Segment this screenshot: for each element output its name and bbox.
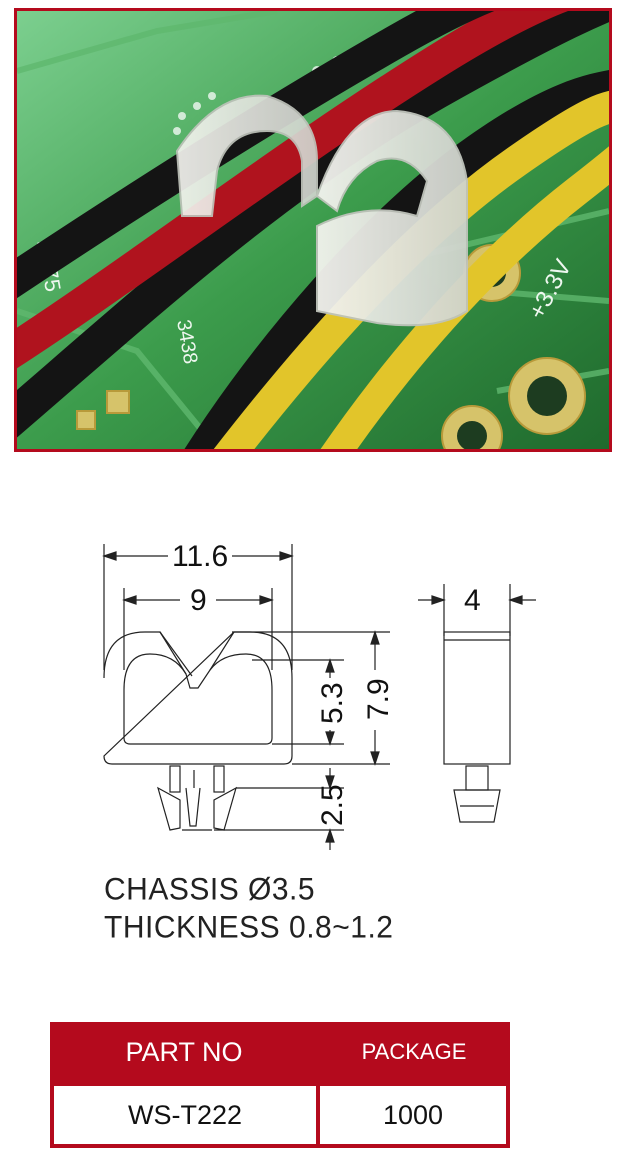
header-part-no: PART NO <box>125 1036 243 1067</box>
part-table: PART NO PACKAGE WS-T222 1000 <box>50 1022 510 1148</box>
cell-part-no: WS-T222 <box>54 1086 316 1144</box>
technical-drawing: 11.6 9 4 5.3 7.9 2.5 <box>102 540 536 850</box>
dim-height-inner: 5.3 <box>316 682 349 724</box>
spec-chassis: CHASSIS Ø3.5 <box>104 872 316 907</box>
cell-package: 1000 <box>320 1086 506 1144</box>
header-package: PACKAGE <box>361 1039 467 1064</box>
dim-leg-length: 2.5 <box>316 784 349 826</box>
product-photo: D875 3438 +3.3V <box>14 8 612 452</box>
dim-depth: 4 <box>464 584 481 617</box>
dim-width-overall: 11.6 <box>172 540 228 573</box>
spec-thickness: THICKNESS 0.8~1.2 <box>104 910 394 945</box>
photo-illustration: D875 3438 +3.3V <box>17 11 609 449</box>
dim-height-overall: 7.9 <box>362 678 395 720</box>
dim-width-inner: 9 <box>190 584 207 617</box>
